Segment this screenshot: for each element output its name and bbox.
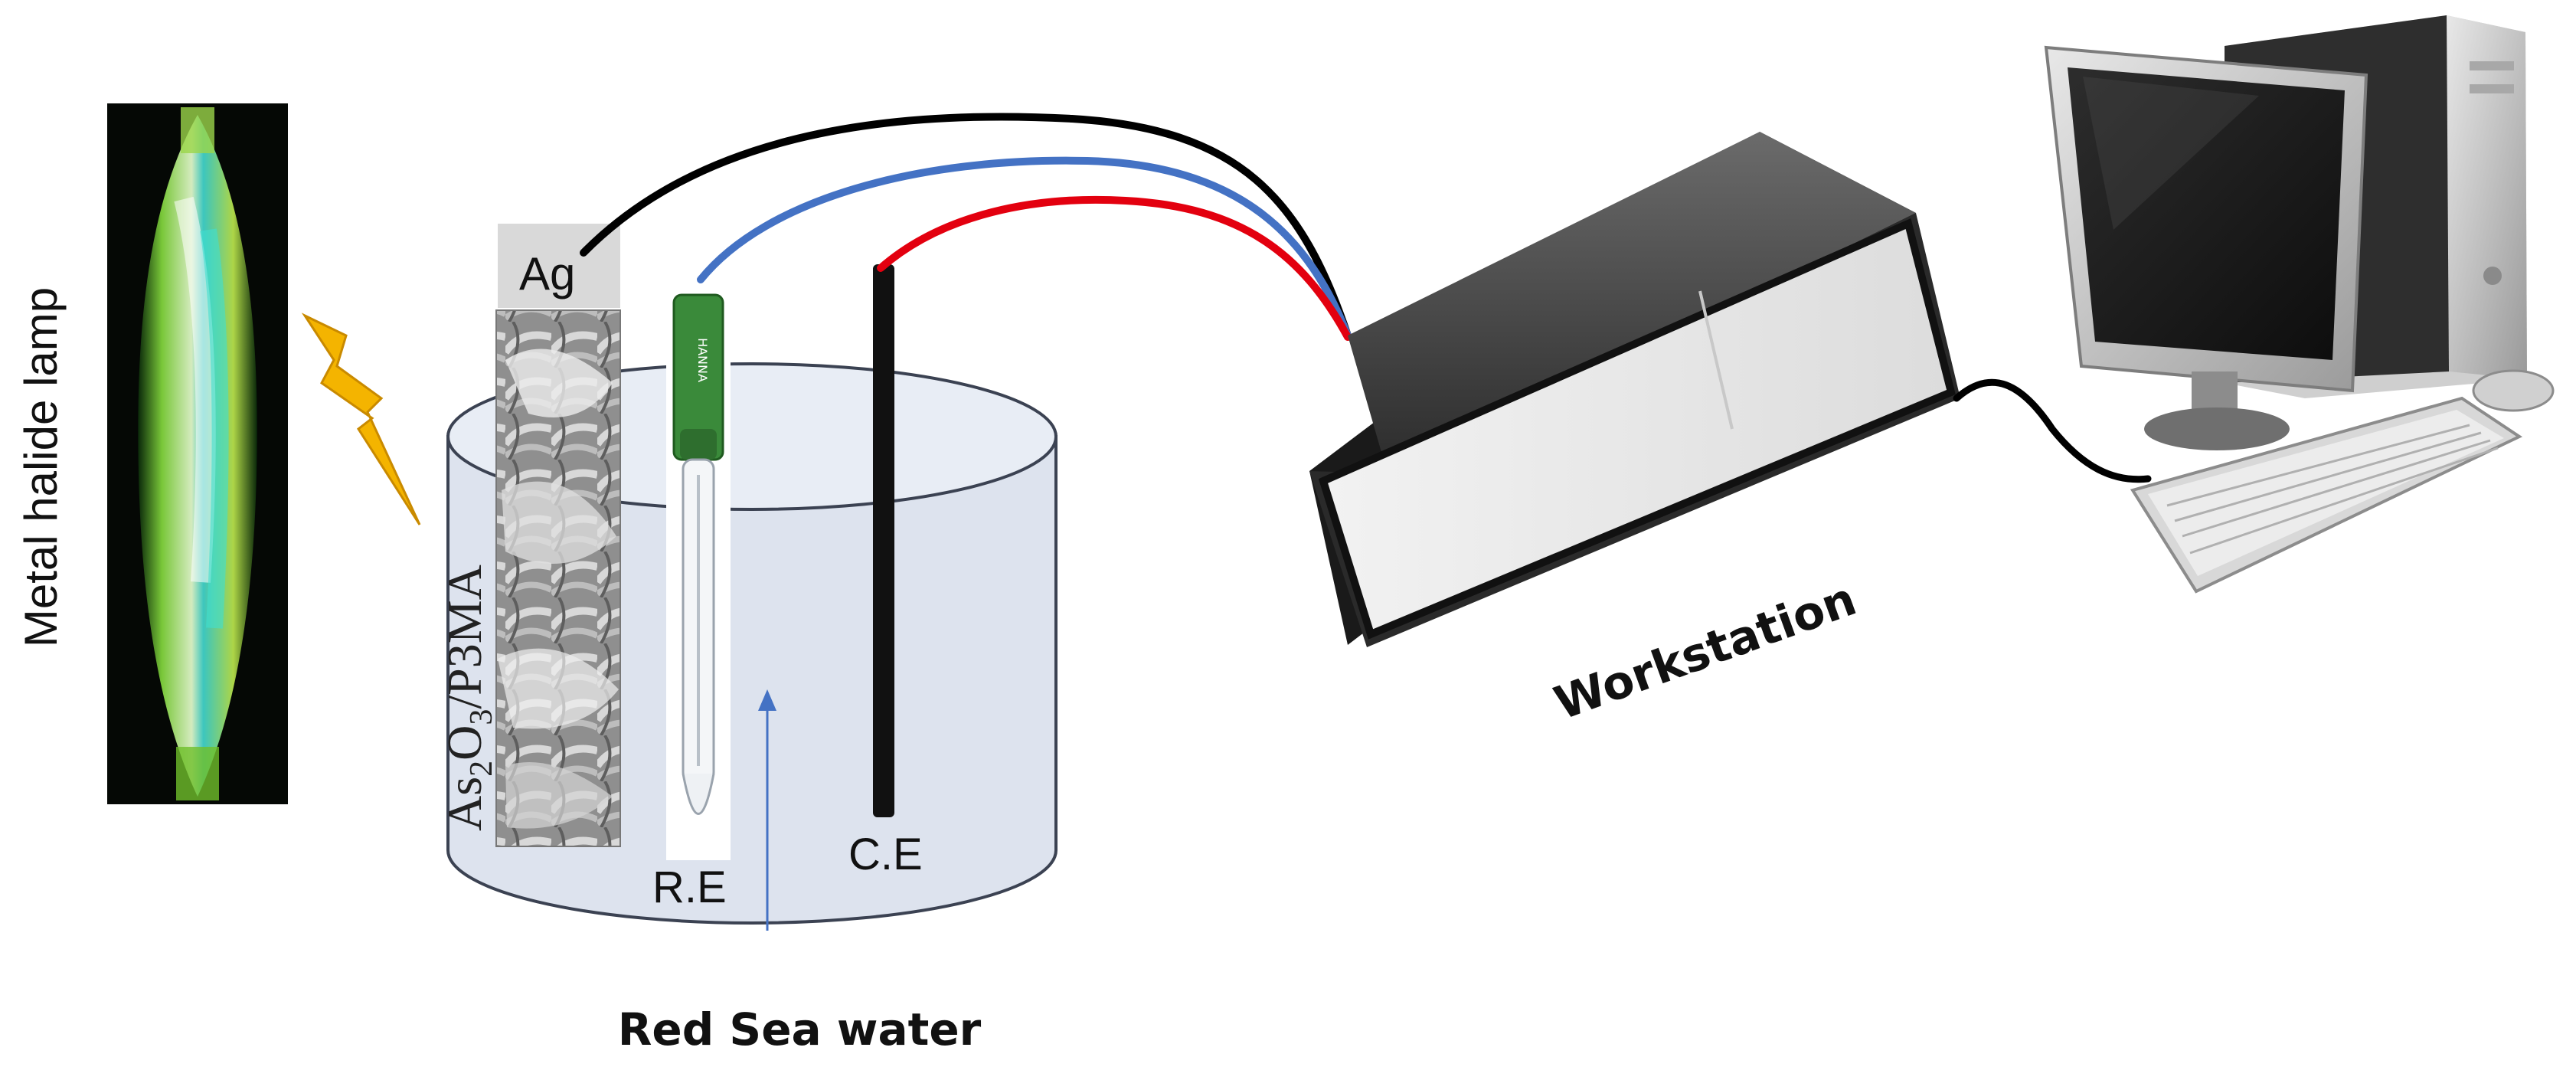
working-electrode-material-label: As2O3/P3MA [437,565,499,831]
ag-contact-label: Ag [519,248,575,299]
working-electrode [495,309,621,847]
electrolyte-label: Red Sea water [618,1003,982,1056]
reference-electrode: HANNA [666,290,731,860]
lightning-bolt-icon [301,313,421,525]
electrolyte-pointer [758,689,776,931]
wire-counter [877,195,1352,341]
wire-working [580,113,1352,339]
counter-electrode-label: C.E [848,830,923,879]
workstation-label: Workstation [1548,572,1863,731]
desktop-computer-icon [2044,15,2555,594]
wire-workstation-computer [1953,378,2152,483]
workstation-box [1309,132,1960,647]
wire-reference [697,156,1352,339]
counter-electrode [873,264,894,817]
lamp-label: Metal halide lamp [15,287,67,647]
svg-text:HANNA: HANNA [695,338,710,382]
reference-electrode-label: R.E [652,862,727,912]
metal-halide-lamp [107,103,288,804]
